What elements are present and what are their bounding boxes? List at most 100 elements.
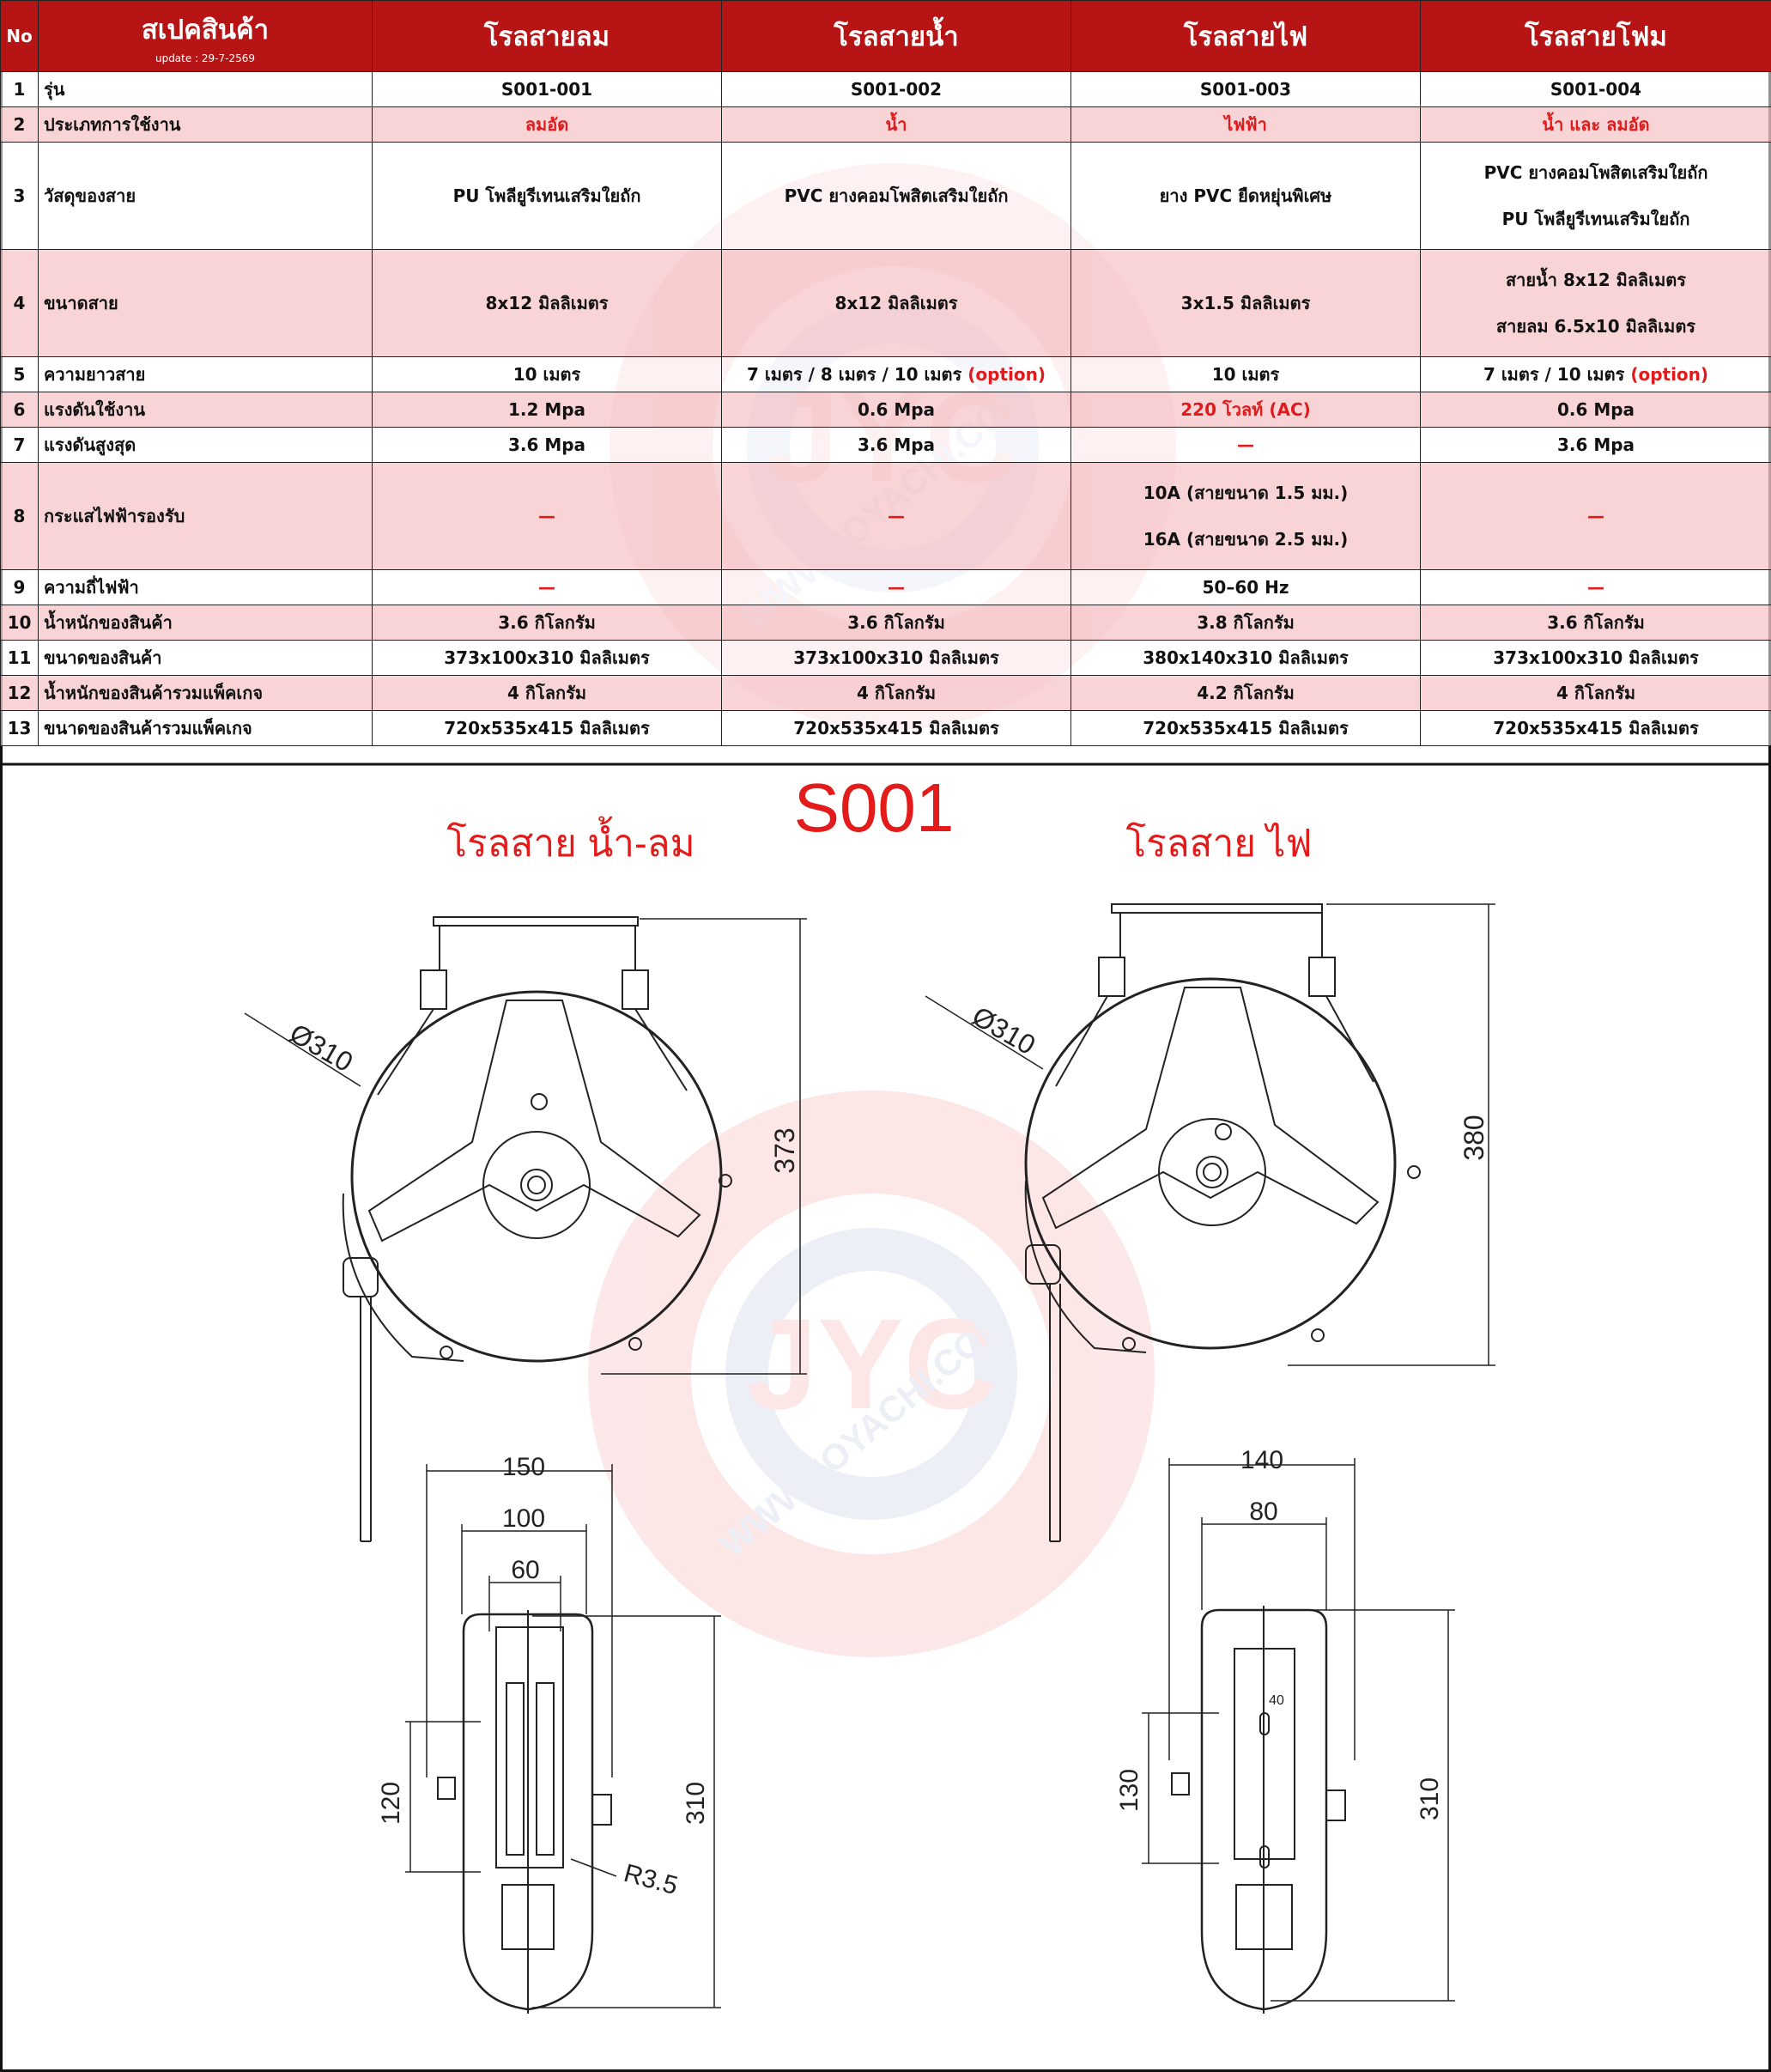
table-cell: 3.6 Mpa: [721, 427, 1071, 463]
cell-text: S001-004: [1550, 79, 1642, 100]
cell-text: 7 เมตร / 10 เมตร: [1483, 364, 1631, 385]
cell-text: —: [1587, 506, 1604, 526]
cell-text: 220 โวลท์ (AC): [1180, 399, 1311, 420]
cell-text-2: 16A (สายขนาด 2.5 มม.): [1143, 529, 1349, 550]
cell-text: 3.6 กิโลกรัม: [498, 612, 596, 633]
table-cell: 373x100x310 มิลลิเมตร: [372, 640, 722, 676]
model-title: S001: [794, 769, 955, 846]
cell-text: 720x535x415 มิลลิเมตร: [793, 718, 999, 738]
table-header-row: No สเปคสินค้า update : 29-7-2569 โรลสายล…: [0, 0, 1771, 72]
left-height-label: 373: [769, 1127, 800, 1173]
cell-text: 4 กิโลกรัม: [856, 683, 937, 703]
table-cell: 4 กิโลกรัม: [372, 675, 722, 711]
cell-text: 10 เมตร: [512, 364, 581, 385]
row-number: 7: [0, 427, 39, 463]
cell-text: 3x1.5 มิลลิเมตร: [1180, 293, 1311, 313]
table-cell: 3.8 กิโลกรัม: [1070, 605, 1421, 641]
row-number: 2: [0, 106, 39, 143]
cell-text: 3.6 Mpa: [507, 434, 586, 455]
header-col-electric: โรลสายไฟ: [1070, 0, 1421, 72]
cell-text: PU โพลียูรีเทนเสริมใยถัก: [452, 185, 641, 206]
cell-text-2: สายลม 6.5x10 มิลลิเมตร: [1495, 316, 1696, 337]
header-col-water: โรลสายน้ำ: [721, 0, 1071, 72]
option-tag: (option): [967, 364, 1046, 385]
table-cell: 373x100x310 มิลลิเมตร: [1420, 640, 1771, 676]
table-cell: S001-001: [372, 71, 722, 107]
right-height-label: 380: [1459, 1115, 1489, 1160]
cell-text: PVC ยางคอมโพสิตเสริมใยถัก: [784, 185, 1009, 206]
cell-text: 0.6 Mpa: [1556, 399, 1635, 420]
row-number: 5: [0, 356, 39, 392]
cell-text: น้ำ: [885, 114, 907, 135]
option-tag: (option): [1630, 364, 1709, 385]
cell-text: 3.6 กิโลกรัม: [847, 612, 945, 633]
row-label: แรงดันใช้งาน: [38, 392, 373, 428]
right-h40: 40: [1269, 1693, 1284, 1708]
cell-text: —: [1587, 577, 1604, 598]
cell-text: —: [888, 577, 905, 598]
table-cell: 720x535x415 มิลลิเมตร: [1420, 710, 1771, 746]
row-number: 10: [0, 605, 39, 641]
right-w80: 80: [1249, 1498, 1277, 1526]
row-label: ขนาดสาย: [38, 249, 373, 357]
row-label: กระแสไฟฟ้ารองรับ: [38, 462, 373, 570]
header-update: update : 29-7-2569: [155, 52, 256, 64]
table-cell: —: [372, 462, 722, 570]
table-cell: 7 เมตร / 8 เมตร / 10 เมตร (option): [721, 356, 1071, 392]
table-cell: 3.6 Mpa: [1420, 427, 1771, 463]
cell-text: 4 กิโลกรัม: [506, 683, 587, 703]
right-side-view: [1171, 1606, 1346, 2014]
cell-text: น้ำ และ ลมอัด: [1542, 114, 1650, 135]
left-radius: R3.5: [621, 1859, 681, 1900]
cell-text: 373x100x310 มิลลิเมตร: [444, 647, 650, 668]
cell-text: —: [538, 577, 555, 598]
watermark-logo-2: JYC: [746, 1291, 997, 1436]
row-number: 3: [0, 142, 39, 250]
table-cell: PVC ยางคอมโพสิตเสริมใยถัก: [721, 142, 1071, 250]
table-cell: S001-002: [721, 71, 1071, 107]
row-number: 12: [0, 675, 39, 711]
table-cell: 3x1.5 มิลลิเมตร: [1070, 249, 1421, 357]
row-number: 6: [0, 392, 39, 428]
row-label: รุ่น: [38, 71, 373, 107]
table-cell: ไฟฟ้า: [1070, 106, 1421, 143]
row-label: ขนาดของสินค้ารวมแพ็คเกจ: [38, 710, 373, 746]
table-cell: ยาง PVC ยืดหยุ่นพิเศษ: [1070, 142, 1421, 250]
table-cell: 380x140x310 มิลลิเมตร: [1070, 640, 1421, 676]
cell-text-2: PU โพลียูรีเทนเสริมใยถัก: [1501, 209, 1690, 229]
cell-text: 3.6 Mpa: [1556, 434, 1635, 455]
cell-text: 8x12 มิลลิเมตร: [485, 293, 609, 313]
table-cell: —: [372, 569, 722, 605]
row-number: 4: [0, 249, 39, 357]
cell-text: 1.2 Mpa: [507, 399, 586, 420]
cell-text: 373x100x310 มิลลิเมตร: [1493, 647, 1699, 668]
table-cell: 720x535x415 มิลลิเมตร: [372, 710, 722, 746]
left-side-dims: [405, 1464, 721, 2008]
table-cell: 10 เมตร: [1070, 356, 1421, 392]
left-side-view: [437, 1610, 612, 2014]
cell-text: 3.8 กิโลกรัม: [1197, 612, 1295, 633]
row-label: แรงดันสูงสุด: [38, 427, 373, 463]
table-cell: 373x100x310 มิลลิเมตร: [721, 640, 1071, 676]
table-cell: สายน้ำ 8x12 มิลลิเมตรสายลม 6.5x10 มิลลิเ…: [1420, 249, 1771, 357]
table-cell: —: [1420, 462, 1771, 570]
cell-text: 8x12 มิลลิเมตร: [834, 293, 958, 313]
left-front-view: [342, 916, 732, 1542]
header-spec: สเปคสินค้า update : 29-7-2569: [38, 0, 373, 72]
left-w60: 60: [511, 1556, 539, 1584]
row-number: 11: [0, 640, 39, 676]
cell-text: —: [1237, 434, 1254, 455]
left-w100: 100: [502, 1504, 545, 1533]
row-label: วัสดุของสาย: [38, 142, 373, 250]
cell-text: 50–60 Hz: [1202, 577, 1289, 598]
table-cell: 3.6 กิโลกรัม: [372, 605, 722, 641]
cell-text: —: [538, 506, 555, 526]
table-cell: 8x12 มิลลิเมตร: [721, 249, 1071, 357]
